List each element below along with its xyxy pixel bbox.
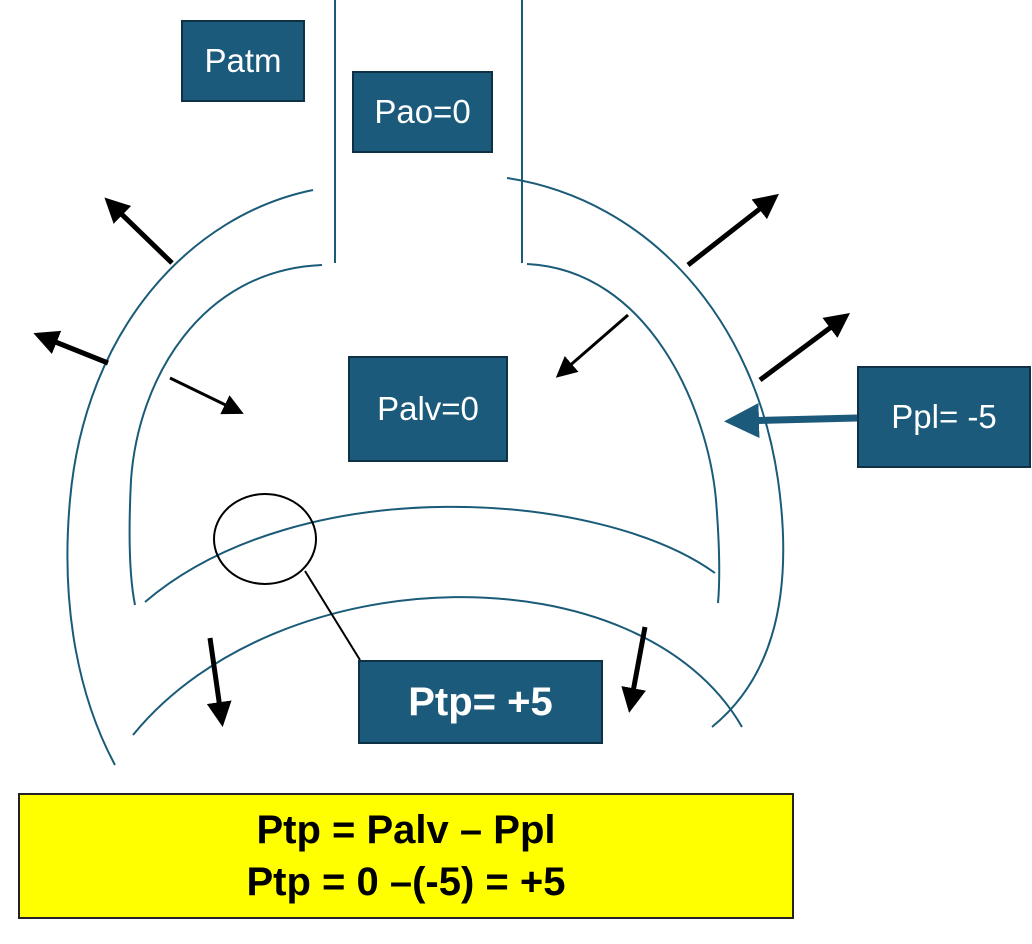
arrow-down-right [621, 626, 648, 713]
pleural-zoom [213, 493, 361, 661]
arrow-inward-left [169, 376, 244, 415]
patm-label: Patm [181, 20, 305, 102]
arrow-inward-right [555, 313, 629, 378]
arrow-upper-left [104, 197, 174, 265]
formula-box: Ptp = Palv – Ppl Ptp = 0 –(-5) = +5 [18, 793, 794, 919]
callout-line [304, 570, 361, 661]
pleural-circle [213, 493, 317, 585]
ppl-label: Ppl= -5 [857, 366, 1031, 468]
chest-outward-arrows [33, 193, 851, 727]
formula-line-2: Ptp = 0 –(-5) = +5 [246, 860, 566, 904]
arrow-mid-left [33, 330, 109, 366]
arrow-upper-right [686, 193, 779, 267]
ppl-pointer-arrow [724, 402, 858, 438]
lung-base-arc [144, 505, 716, 603]
pao-label: Pao=0 [352, 71, 493, 153]
palv-label: Palv=0 [348, 356, 508, 462]
diaphragm [132, 505, 743, 736]
chest-wall-right [506, 177, 785, 728]
lung-right [526, 263, 721, 604]
arrow-mid-right [758, 313, 851, 383]
airway [334, 0, 523, 263]
chest-wall-left [66, 189, 314, 766]
chest-wall [66, 177, 785, 766]
formula-line-1: Ptp = Palv – Ppl [256, 808, 556, 852]
ptp-label: Ptp= +5 [358, 660, 603, 744]
diaphragm-arc [132, 596, 743, 736]
lung-left [128, 264, 323, 606]
arrow-down-left [206, 637, 232, 727]
lung-outline [128, 263, 721, 606]
lung-inward-arrows [169, 313, 629, 415]
